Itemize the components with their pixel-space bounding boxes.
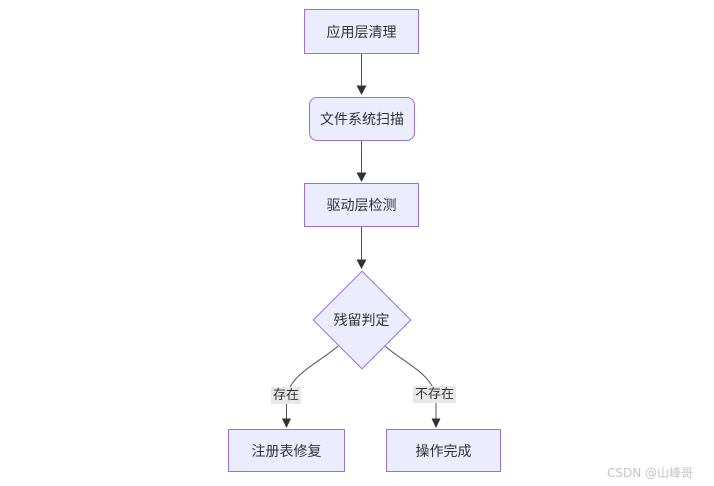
arrowhead-app-to-fs xyxy=(356,85,367,95)
node-residue-judge: 残留判定 xyxy=(312,270,411,370)
node-driver-detect: 驱动层检测 xyxy=(304,183,419,227)
node-registry-repair: 注册表修复 xyxy=(228,429,345,472)
arrowhead-judge-to-done xyxy=(431,418,441,428)
watermark: CSDN @山峰哥 xyxy=(607,466,694,480)
node-app-cleanup-label: 应用层清理 xyxy=(326,24,397,41)
node-driver-detect-label: 驱动层检测 xyxy=(326,198,397,214)
edge-label-not-exists: 不存在 xyxy=(413,386,456,403)
node-operation-done: 操作完成 xyxy=(386,429,501,472)
node-residue-judge-label: 残留判定 xyxy=(333,313,390,329)
node-fs-scan: 文件系统扫描 xyxy=(309,97,415,141)
arrowhead-fs-to-driver xyxy=(356,172,367,182)
arrowhead-judge-to-registry xyxy=(282,418,291,428)
node-app-cleanup: 应用层清理 xyxy=(304,9,419,54)
arrowhead-driver-to-judge xyxy=(356,259,367,269)
node-registry-repair-label: 注册表修复 xyxy=(251,443,322,460)
node-fs-scan-label: 文件系统扫描 xyxy=(320,112,404,128)
node-operation-done-label: 操作完成 xyxy=(415,443,472,460)
edge-label-exists: 存在 xyxy=(271,387,301,404)
